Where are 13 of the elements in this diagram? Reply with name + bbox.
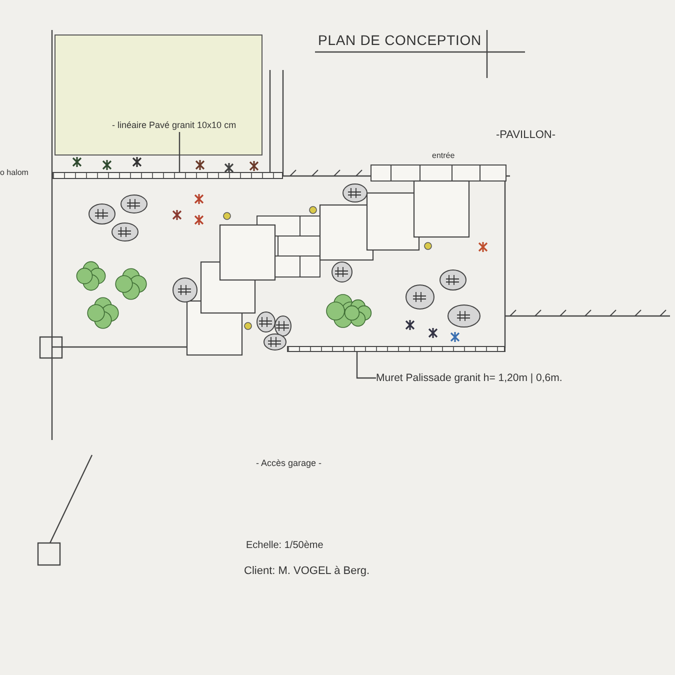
plan-note: Client: M. VOGEL à Berg. (244, 564, 370, 579)
area-label: -PAVILLON- (496, 128, 556, 143)
leader-line (178, 132, 180, 172)
plan-title: PLAN DE CONCEPTION (318, 31, 482, 50)
annotation-text: - linéaire Pavé granit 10x10 cm (112, 119, 262, 132)
plan-note: Echelle: 1/50ème (246, 539, 324, 553)
area-label: - Accès garage - (256, 457, 322, 470)
annotation-text: Muret Palissade granit h= 1,20m | 0,6m. (376, 370, 656, 386)
area-label: entrée (432, 150, 455, 162)
wall-strip (287, 346, 505, 352)
leader-line (356, 352, 376, 379)
paver-border-strip (52, 172, 283, 179)
area-label: o halom (0, 167, 28, 179)
